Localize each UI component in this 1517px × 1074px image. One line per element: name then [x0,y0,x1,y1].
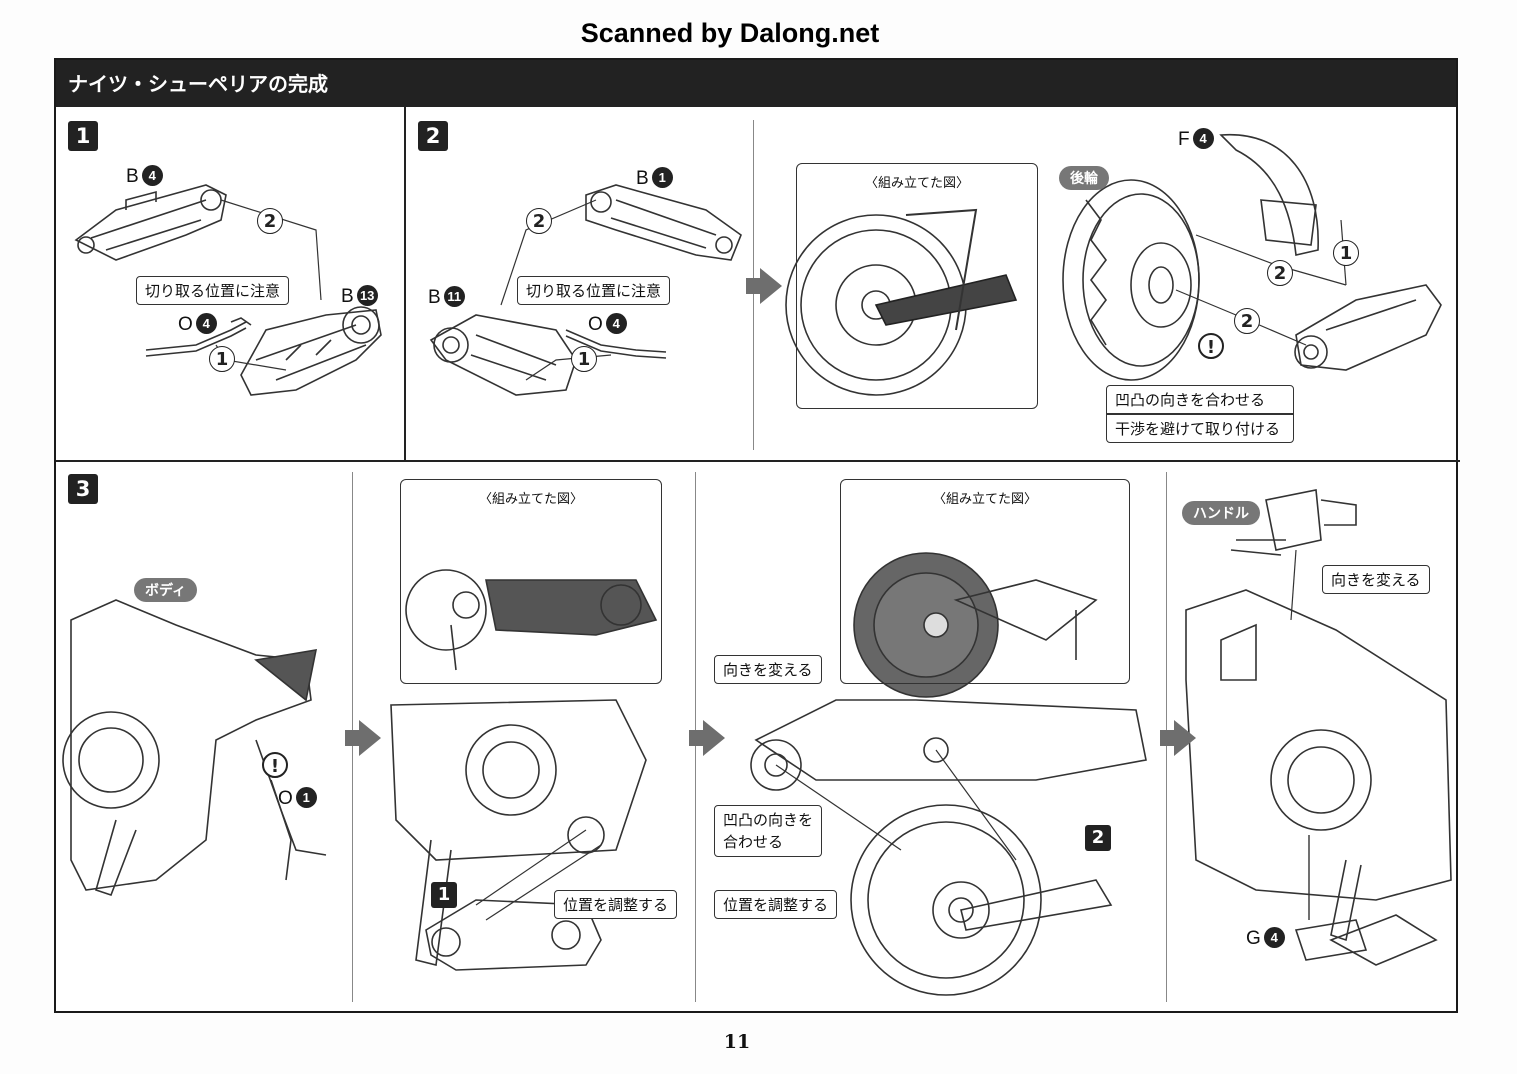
step-badge-2: 2 [418,121,448,151]
adjust-position-callout-b: 位置を調整する [714,890,838,919]
cut-position-callout-1: 切り取る位置に注意 [136,276,290,305]
rear-wheel-label: 後輪 [1059,166,1109,190]
footrest-part-drawing [1294,914,1438,966]
flow-arrow [345,720,381,756]
body-label: ボディ [134,578,198,602]
flow-arrow [746,268,782,304]
cut-position-callout-2: 切り取る位置に注意 [517,276,671,305]
order-marker: 1 [209,346,235,372]
part-number-badge: 13 [356,285,378,306]
swingarm-part-lower-right [429,314,577,396]
part-number-badge: 4 [605,313,627,334]
assembled-view-title: 〈組み立てた図〉 [864,176,969,191]
assembled-view-inset-3: 〈組み立てた図〉 [840,479,1130,684]
swingarm-part-upper-left [74,184,227,261]
order-marker: 2 [257,208,283,234]
order-marker: 2 [526,208,552,234]
watermark: Scanned by Dalong.net [580,18,880,48]
flow-arrow [1160,720,1196,756]
part-number-badge: 4 [1263,927,1285,948]
order-marker: 1 [1333,240,1359,266]
part-number-badge: 4 [195,313,217,334]
body-frame-drawing-a [390,699,647,966]
assembly-illustrations [62,133,1452,996]
body-drawing [62,599,327,897]
order-marker: 1 [571,346,597,372]
part-number-badge: 11 [443,286,465,307]
substep-badge-2: 2 [1085,825,1111,851]
warning-icon: ! [262,752,288,778]
rear-wheel-note-avoid: 干渉を避けて取り付ける [1106,414,1294,443]
rear-wheel-drawing-b [850,804,1113,996]
change-direction-callout-b: 向きを変える [714,655,822,684]
order-marker: 2 [1234,308,1260,334]
panel-divider [404,107,406,460]
adjust-position-callout-a: 位置を調整する [554,890,678,919]
section-title: ナイツ・シューペリアの完成 [68,72,328,96]
part-number-badge: 1 [651,167,673,188]
completed-body-drawing [1185,589,1452,942]
part-number-badge: 1 [295,787,317,808]
assembled-view-inset-1: 〈組み立てた図〉 [796,163,1038,409]
substep-badge-1: 1 [431,882,457,908]
change-direction-callout-c: 向きを変える [1322,565,1430,594]
handle-label: ハンドル [1182,501,1260,525]
page-number: 11 [723,1031,751,1053]
instruction-sheet: ナイツ・シューペリアの完成 [54,58,1460,1013]
align-bumps-callout-b: 凹凸の向きを 合わせる [714,805,823,857]
rear-fender-drawing [1219,133,1319,256]
section-header: ナイツ・シューペリアの完成 [56,60,1456,107]
rear-wheel-note-align: 凹凸の向きを合わせる [1106,385,1294,414]
warning-icon: ! [1198,333,1224,359]
assembled-view-title: 〈組み立てた図〉 [478,492,583,507]
swingarm-part-lower-left [240,306,382,396]
row-divider [56,460,1460,462]
step-badge-1: 1 [68,121,98,151]
order-marker: 2 [1267,260,1293,286]
part-number-badge: 4 [141,165,163,186]
body-frame-drawing-b [750,699,1147,791]
rear-swingarm-drawing [1294,284,1442,371]
rear-wheel-drawing [1062,179,1200,381]
swingarm-part-upper-right [585,184,742,261]
assembled-view-inset-2: 〈組み立てた図〉 [400,479,662,684]
part-number-badge: 4 [1192,128,1214,149]
assembled-view-title: 〈組み立てた図〉 [932,492,1037,507]
step-badge-3: 3 [68,474,98,504]
flow-arrow [689,720,725,756]
